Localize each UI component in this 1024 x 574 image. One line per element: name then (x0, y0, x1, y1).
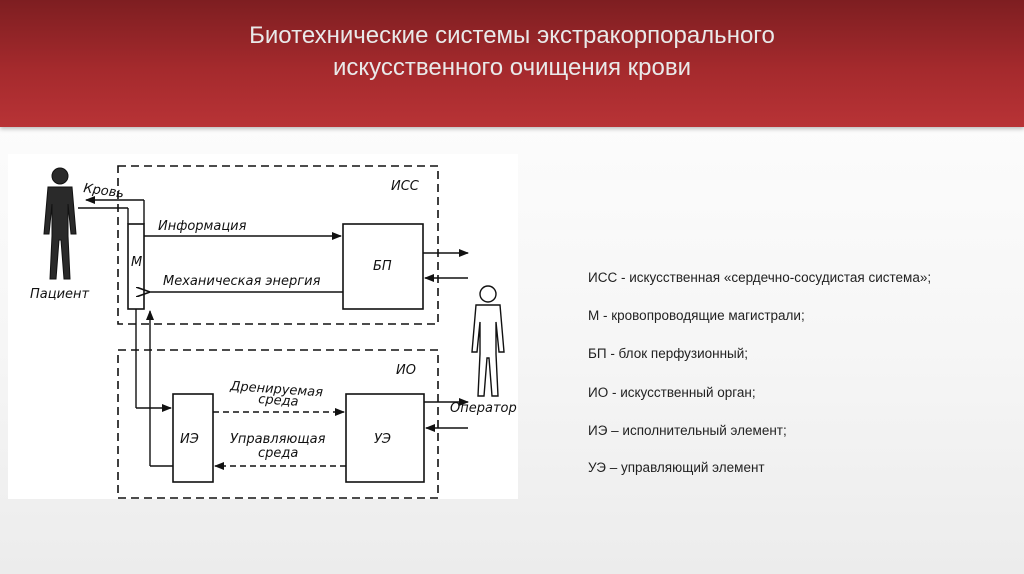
drain-label-1: Дренируемая (229, 379, 324, 401)
legend-item-iss: ИСС - искусственная «сердечно-сосудистая… (588, 270, 932, 285)
slide-title: Биотехнические системы экстракорпорально… (0, 20, 1024, 84)
ctrl-label-1: Управляющая (230, 432, 326, 447)
legend-item-ie: ИЭ – исполнительный элемент; (588, 423, 787, 438)
ctrl-label-2: среда (258, 446, 298, 461)
iss-boundary (117, 165, 439, 325)
legend-item-m: М - кровопроводящие магистрали; (588, 308, 805, 323)
legend-item-bp: БП - блок перфузионный; (588, 346, 749, 361)
blood-label: Кровь (82, 181, 124, 202)
io-boundary (117, 349, 439, 499)
ie-label: ИЭ (180, 432, 199, 447)
title-line-2: искусственного очищения крови (332, 54, 692, 81)
m-label: М (131, 255, 142, 270)
ue-block (345, 393, 425, 483)
operator-label: Оператор (450, 401, 517, 416)
info-label: Информация (158, 219, 247, 234)
bp-label: БП (373, 259, 392, 274)
iss-label: ИСС (391, 179, 420, 194)
legend-item-io: ИО - искусственный орган; (588, 385, 756, 400)
ie-block (172, 393, 214, 483)
bp-block (342, 223, 424, 310)
diagram-svg: ИСС ИО М БП ИЭ УЭ Кровь Информация Механ… (30, 165, 517, 499)
drain-label-2: среда (258, 392, 299, 410)
system-diagram: ИСС ИО М БП ИЭ УЭ Кровь Информация Механ… (8, 154, 518, 499)
mech-label: Механическая энергия (163, 274, 321, 289)
patient-label: Пациент (30, 287, 90, 302)
io-label: ИО (396, 363, 416, 378)
legend-item-ue: УЭ – управляющий элемент (588, 460, 765, 475)
patient-figure (43, 167, 77, 280)
title-line-1: Биотехнические системы экстракорпорально… (249, 22, 775, 49)
title-banner (0, 0, 1024, 127)
ue-label: УЭ (374, 432, 391, 447)
operator-figure (471, 285, 505, 397)
